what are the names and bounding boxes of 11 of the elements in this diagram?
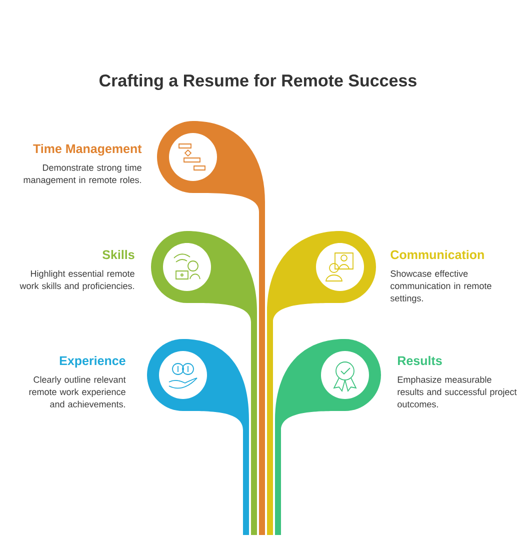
description: Demonstrate strong time management in remote roles. <box>24 164 142 185</box>
heading: Skills <box>102 250 134 260</box>
heading: Experience <box>60 356 126 368</box>
title: Crafting a Resume for Remote Success <box>100 74 416 90</box>
description: Highlight essential remote work skills and proficiencies. <box>20 270 134 291</box>
heading: Time Management <box>33 144 142 156</box>
heading: Communication <box>390 250 484 260</box>
description: Clearly outline relevant remote work experience and achievements. <box>29 376 126 408</box>
description: Emphasize measurable results and successful project outcomes. <box>398 376 517 408</box>
heading: Results <box>398 356 442 366</box>
description: Showcase effective communication in remote settings. <box>390 270 492 304</box>
